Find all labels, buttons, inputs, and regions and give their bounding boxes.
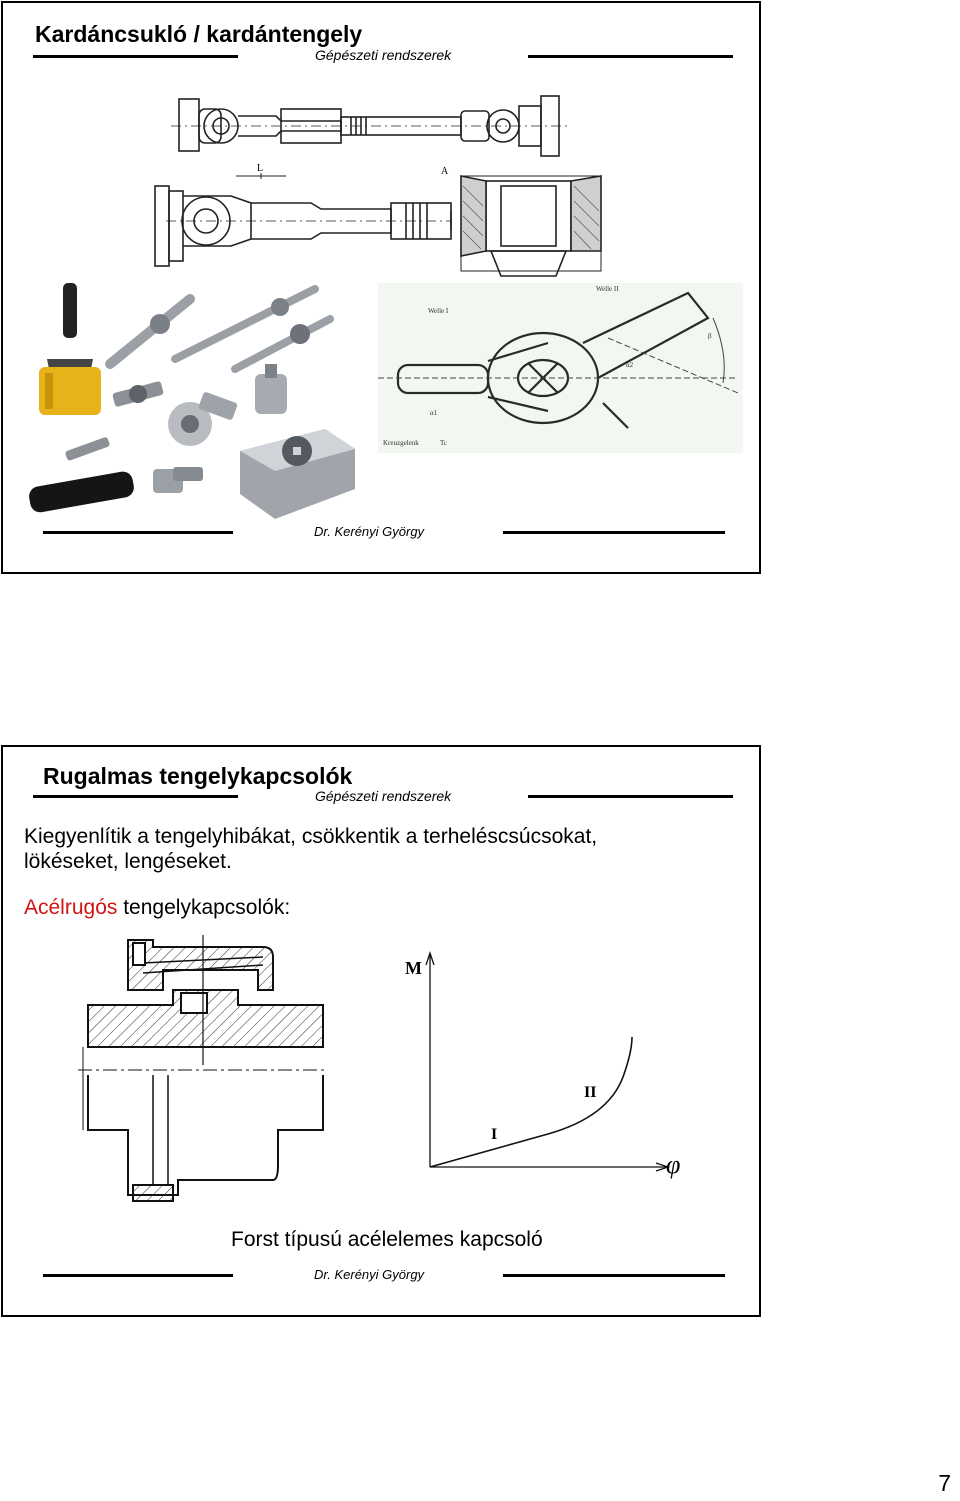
footer-rule-right [503, 531, 725, 534]
y-axis-arrow [425, 950, 435, 966]
label-alpha-2: α2 [626, 361, 634, 369]
slide-footer: Dr. Kerényi György [314, 524, 425, 539]
footer-rule-left [43, 1274, 233, 1277]
y-axis-label: M [405, 958, 422, 978]
slide-title: Kardáncsukló / kardántengely [35, 21, 363, 47]
header-rule-right [528, 55, 733, 58]
subheading-highlight: Acélrugós [24, 896, 118, 919]
footer-rule-left [43, 531, 233, 534]
label-tc: Tc [440, 439, 447, 447]
lever-photo [63, 283, 77, 338]
torque-angle-graph: M φ I II [405, 950, 680, 1179]
slide-subtitle: Gépészeti rendszerek [315, 788, 452, 804]
x-axis-arrow [655, 1162, 671, 1172]
cardan-kinematic-sketch: Welle I Welle II α1 α2 β Kreuzgelenk Tc [378, 283, 743, 453]
page-number: 7 [938, 1470, 951, 1496]
header-rule-left [33, 795, 238, 798]
label-beta: β [708, 332, 712, 340]
label-shaft-1: Welle I [428, 307, 449, 315]
slide-cardan-joint: Kardáncsukló / kardántengely Gépészeti r… [1, 1, 761, 574]
slide-subtitle: Gépészeti rendszerek [315, 47, 452, 63]
label-alpha-1: α1 [430, 409, 438, 417]
cardan-shaft-drawing: L A [154, 95, 602, 277]
label-cross-joint: Kreuzgelenk [383, 439, 419, 447]
region-1-label: I [491, 1126, 497, 1143]
slide-title: Rugalmas tengelykapcsolók [43, 763, 353, 789]
intro-line-1: Kiegyenlítik a tengelyhibákat, csökkenti… [24, 825, 598, 848]
subheading: Acélrugós tengelykapcsolók: [24, 895, 290, 920]
label-shaft-2: Welle II [596, 285, 619, 293]
slide-flexible-couplings: Rugalmas tengelykapcsolók Gépészeti rend… [1, 745, 761, 1317]
forst-coupling-drawing [78, 935, 328, 1202]
characteristic-curve [429, 1036, 633, 1168]
x-axis-label: φ [666, 1150, 680, 1179]
footer-rule-right [503, 1274, 725, 1277]
region-2-label: II [584, 1084, 596, 1101]
subheading-rest: tengelykapcsolók: [117, 896, 291, 919]
label-dimension-l: L [257, 163, 263, 174]
intro-line-2: lökéseket, lengéseket. [24, 850, 232, 873]
figure-caption: Forst típusú acélelemes kapcsoló [231, 1228, 543, 1251]
slide-footer: Dr. Kerényi György [314, 1267, 425, 1282]
header-rule-right [528, 795, 733, 798]
label-section-a: A [441, 166, 449, 177]
header-rule-left [33, 55, 238, 58]
universal-joint-photos [29, 283, 355, 519]
